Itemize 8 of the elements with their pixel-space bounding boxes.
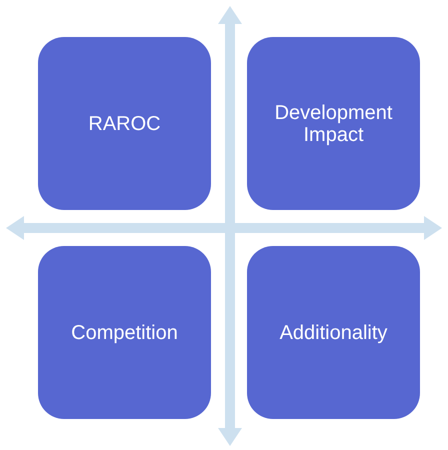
rounded-square [38, 246, 211, 419]
rounded-square [38, 37, 211, 210]
rounded-square [247, 37, 420, 210]
quadrant-label: Competition [70, 322, 179, 344]
quadrant-label: RAROC [87, 112, 162, 134]
quadrant-label: Additionality [278, 322, 388, 344]
rounded-square [247, 246, 420, 419]
quadrant-label: Development Impact [274, 102, 394, 146]
